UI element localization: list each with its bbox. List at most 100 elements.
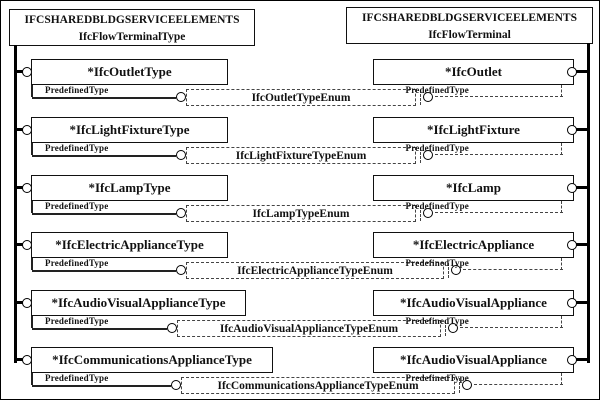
enum-left-circle — [176, 208, 186, 218]
diagram-row-communicationsappliance: *IfcCommunicationsApplianceType Predefin… — [1, 347, 599, 399]
entity-label: *IfcOutletType — [87, 64, 172, 79]
attribute-label-left: PredefinedType — [45, 316, 109, 326]
attribute-label-right: PredefinedType — [405, 316, 469, 326]
enum-right-circle — [423, 208, 433, 218]
enum-right-circle — [423, 150, 433, 160]
attribute-drop-line — [31, 201, 33, 213]
left-connector-line — [14, 243, 28, 246]
enum-left-circle — [171, 380, 181, 390]
attribute-dashed-riser — [561, 143, 562, 155]
entity-label: *IfcAudioVisualAppliance — [400, 352, 547, 367]
entity-label: *IfcLamp — [446, 180, 501, 195]
schema-entity: IfcFlowTerminal — [428, 28, 511, 41]
enum-left-circle — [167, 323, 177, 333]
entity-box-type: *IfcLightFixtureType — [31, 117, 228, 143]
entity-box-instance: *IfcOutlet — [373, 59, 574, 85]
attribute-label-right: PredefinedType — [405, 373, 469, 383]
enum-right-tick — [420, 206, 421, 221]
attribute-dashed-riser — [561, 316, 562, 328]
entity-label: *IfcLampType — [88, 180, 171, 195]
enum-right-tick — [420, 148, 421, 163]
enum-right-circle — [451, 265, 461, 275]
left-connector-line — [14, 70, 28, 73]
entity-box-instance: *IfcAudioVisualAppliance — [373, 347, 574, 373]
enum-right-tick — [445, 321, 446, 336]
attribute-label-left: PredefinedType — [45, 143, 109, 153]
entity-box-type: *IfcOutletType — [31, 59, 228, 85]
diagram-row-audiovisualappliance: *IfcAudioVisualApplianceType PredefinedT… — [1, 290, 599, 346]
enum-right-circle — [423, 92, 433, 102]
entity-box-instance: *IfcAudioVisualAppliance — [373, 290, 574, 316]
attribute-line — [32, 328, 167, 330]
attribute-label-left: PredefinedType — [45, 373, 109, 383]
enum-box: IfcCommunicationsApplianceTypeEnum — [181, 377, 455, 394]
right-connector-line — [576, 186, 589, 189]
enum-left-circle — [176, 92, 186, 102]
right-bus-line — [587, 43, 590, 363]
enum-label: IfcLightFixtureTypeEnum — [235, 149, 367, 162]
left-connector-line — [14, 358, 28, 361]
enum-right-tick — [459, 378, 460, 393]
enum-left-circle — [176, 265, 186, 275]
attribute-line — [32, 155, 176, 157]
schema-header-right: IFCSHAREDBLDGSERVICEELEMENTS IfcFlowTerm… — [346, 7, 593, 44]
schema-entity: IfcFlowTerminalType — [78, 30, 186, 43]
diagram-row-lightfixture: *IfcLightFixtureType PredefinedType IfcL… — [1, 117, 599, 173]
enum-label: IfcElectricApplianceTypeEnum — [237, 264, 393, 277]
entity-box-instance: *IfcLightFixture — [373, 117, 574, 143]
attribute-dashed-line — [435, 96, 563, 97]
attribute-label-left: PredefinedType — [45, 258, 109, 268]
attribute-dashed-line — [463, 269, 563, 270]
entity-label: *IfcOutlet — [444, 64, 503, 79]
right-connector-line — [576, 128, 589, 131]
schema-name: IFCSHAREDBLDGSERVICEELEMENTS — [24, 14, 240, 26]
attribute-line — [32, 97, 176, 99]
schema-name: IFCSHAREDBLDGSERVICEELEMENTS — [362, 12, 577, 24]
enum-box: IfcAudioVisualApplianceTypeEnum — [177, 320, 441, 337]
enum-right-circle — [448, 323, 458, 333]
attribute-dashed-riser — [561, 85, 562, 97]
attribute-dashed-riser — [561, 201, 562, 213]
attribute-dashed-line — [435, 212, 563, 213]
diagram-row-outlet: *IfcOutletType PredefinedType IfcOutletT… — [1, 59, 599, 115]
diagram-row-lamp: *IfcLampType PredefinedType IfcLampTypeE… — [1, 175, 599, 231]
attribute-drop-line — [31, 85, 33, 97]
entity-box-type: *IfcCommunicationsApplianceType — [31, 347, 273, 373]
right-connector-line — [576, 70, 589, 73]
entity-label: *IfcAudioVisualApplianceType — [51, 295, 226, 310]
attribute-dashed-line — [460, 327, 563, 328]
enum-label: IfcOutletTypeEnum — [251, 91, 351, 104]
enum-right-circle — [462, 380, 472, 390]
entity-box-type: *IfcLampType — [31, 175, 228, 201]
enum-box: IfcOutletTypeEnum — [186, 89, 416, 106]
entity-box-instance: *IfcLamp — [373, 175, 574, 201]
attribute-label-left: PredefinedType — [45, 201, 109, 211]
attribute-drop-line — [31, 316, 33, 328]
enum-left-circle — [176, 150, 186, 160]
entity-label: *IfcCommunicationsApplianceType — [52, 352, 252, 367]
attribute-dashed-riser — [561, 258, 562, 270]
left-connector-line — [14, 128, 28, 131]
attribute-line — [32, 213, 176, 215]
attribute-drop-line — [31, 373, 33, 385]
left-connector-line — [14, 301, 28, 304]
entity-box-instance: *IfcElectricAppliance — [373, 232, 574, 258]
entity-box-type: *IfcElectricApplianceType — [31, 232, 228, 258]
attribute-label-right: PredefinedType — [405, 201, 469, 211]
enum-right-tick — [448, 263, 449, 278]
attribute-label-right: PredefinedType — [405, 258, 469, 268]
attribute-drop-line — [31, 258, 33, 270]
right-connector-line — [576, 243, 589, 246]
right-connector-line — [576, 301, 589, 304]
entity-label: *IfcElectricApplianceType — [55, 237, 204, 252]
enum-right-tick — [420, 90, 421, 105]
diagram-row-electricappliance: *IfcElectricApplianceType PredefinedType… — [1, 232, 599, 288]
attribute-dashed-riser — [561, 373, 562, 385]
enum-label: IfcAudioVisualApplianceTypeEnum — [219, 322, 399, 335]
attribute-line — [32, 270, 176, 272]
enum-box: IfcLightFixtureTypeEnum — [186, 147, 416, 164]
attribute-dashed-line — [435, 154, 563, 155]
entity-label: *IfcAudioVisualAppliance — [400, 295, 547, 310]
entity-label: *IfcLightFixtureType — [69, 122, 190, 137]
